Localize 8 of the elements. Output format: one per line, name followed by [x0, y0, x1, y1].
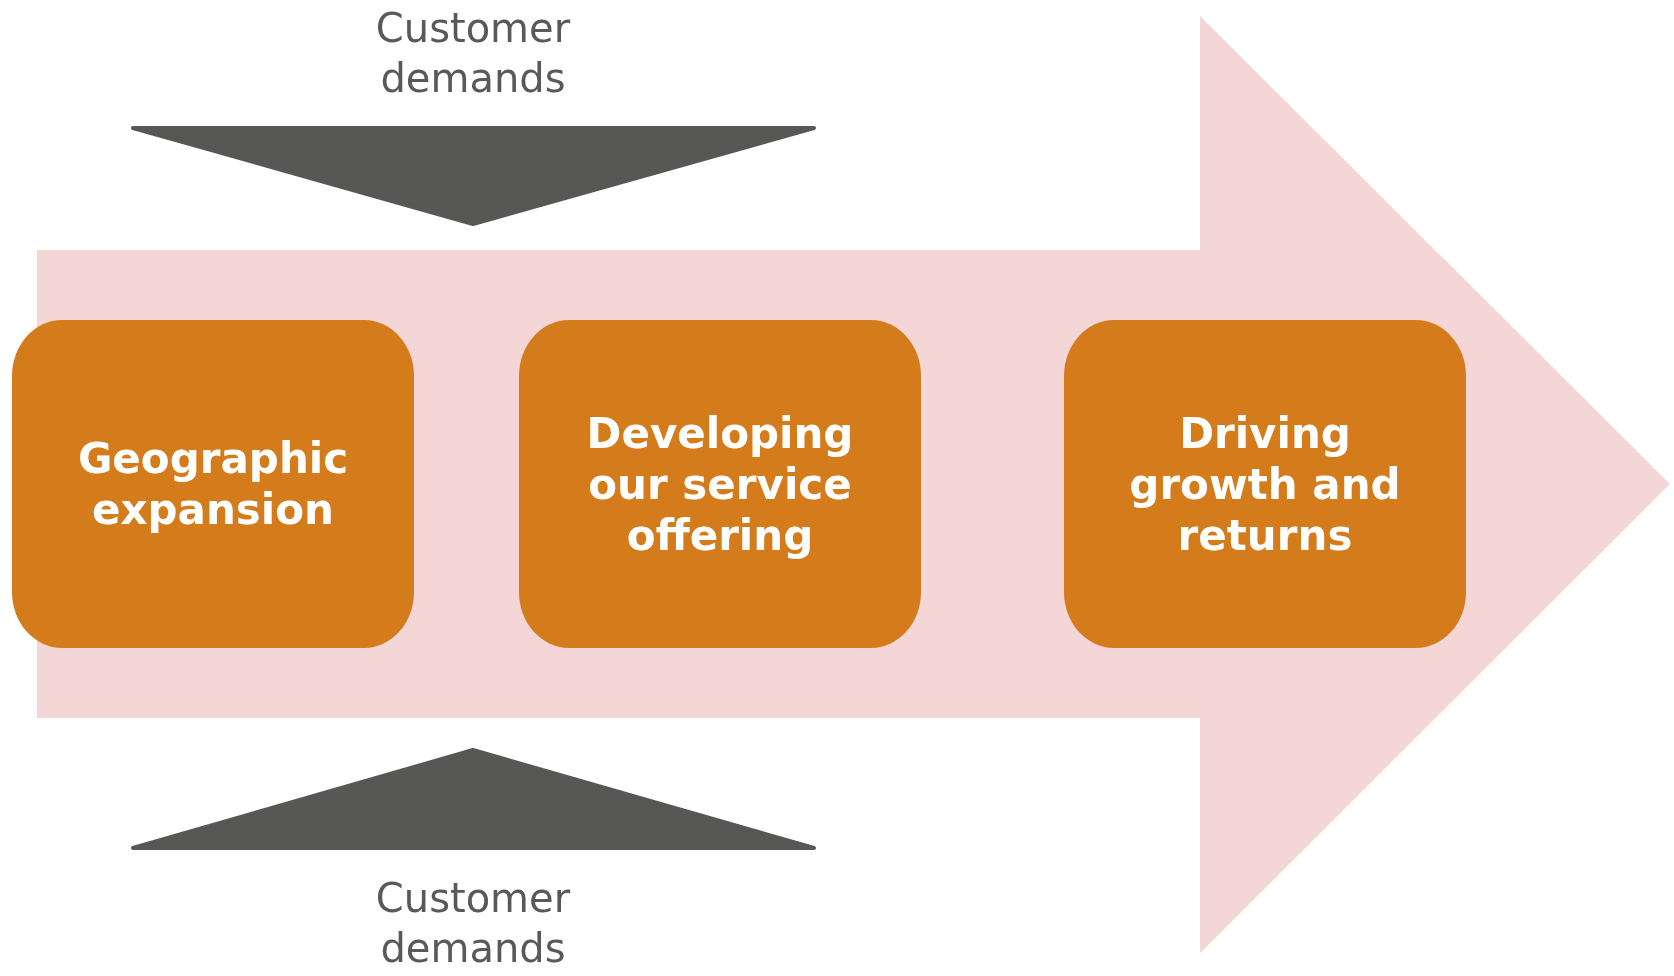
annotation-text: Customer demands: [374, 4, 572, 103]
box-label: Driving growth and returns: [1128, 407, 1402, 561]
process-box: [12, 320, 414, 648]
process-box: [1064, 320, 1466, 648]
box-label: Geographic expansion: [76, 433, 350, 535]
box-label: Developing our service offering: [585, 407, 855, 561]
process-box: [519, 320, 921, 648]
annotation-text: Customer demands: [374, 874, 572, 973]
